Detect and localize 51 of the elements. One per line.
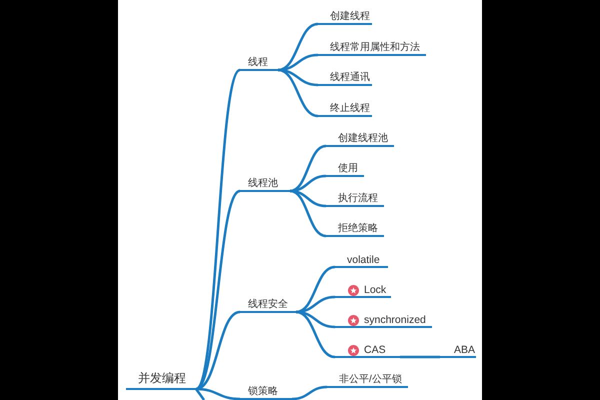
topic-node <box>335 253 388 268</box>
topic-node <box>318 102 372 118</box>
topic-label: 锁策略 <box>248 386 278 398</box>
connector-line <box>196 310 240 390</box>
topic-node <box>326 162 364 178</box>
topic-node <box>326 132 394 148</box>
topic-node <box>335 343 400 358</box>
topic-node <box>240 298 296 314</box>
topic-node <box>318 72 372 86</box>
connector-line <box>292 386 328 400</box>
connector-line <box>278 54 318 72</box>
topic-label: 线程安全 <box>248 299 288 312</box>
connector-line <box>290 174 326 192</box>
topic-node <box>326 222 384 238</box>
connector-line <box>195 69 241 390</box>
topic-node <box>240 386 292 400</box>
connector-line <box>278 68 318 118</box>
topic-label: 并发编程 <box>138 371 186 386</box>
topic-label: synchronized <box>364 314 426 326</box>
topic-label: 执行流程 <box>338 193 378 206</box>
topic-node <box>335 283 391 298</box>
topic-label: 拒绝策略 <box>338 223 378 236</box>
connector-line <box>196 388 240 400</box>
topic-label: 线程池 <box>248 178 278 190</box>
topic-label: 终止线程 <box>330 103 370 116</box>
connector-line <box>290 190 326 238</box>
topic-node <box>327 374 408 388</box>
topic-label: ABA <box>454 344 476 356</box>
topic-label: volatile <box>347 254 380 266</box>
central-topic-node <box>126 370 196 390</box>
topic-label: 创建线程 <box>330 11 370 24</box>
topic-node <box>318 42 426 56</box>
connector-line <box>195 388 206 400</box>
topic-label: 线程通讯 <box>330 72 370 84</box>
topic-label: 非公平/公平锁 <box>339 374 402 386</box>
topic-node <box>326 192 384 208</box>
topic-label: 创建线程池 <box>338 133 388 146</box>
topic-label: Lock <box>364 284 386 296</box>
topic-node <box>240 56 278 72</box>
connector-line <box>296 310 336 358</box>
connector-line <box>400 356 440 358</box>
topic-label: CAS <box>364 344 386 356</box>
topic-node <box>440 343 476 358</box>
connector-line <box>296 296 336 314</box>
topic-node <box>240 178 290 192</box>
topic-label: 线程常用属性和方法 <box>330 42 420 54</box>
topic-label: 使用 <box>338 163 358 176</box>
connector-line <box>195 190 241 390</box>
topic-node <box>318 10 372 26</box>
topic-node <box>335 313 432 328</box>
topic-label: 线程 <box>248 57 268 70</box>
